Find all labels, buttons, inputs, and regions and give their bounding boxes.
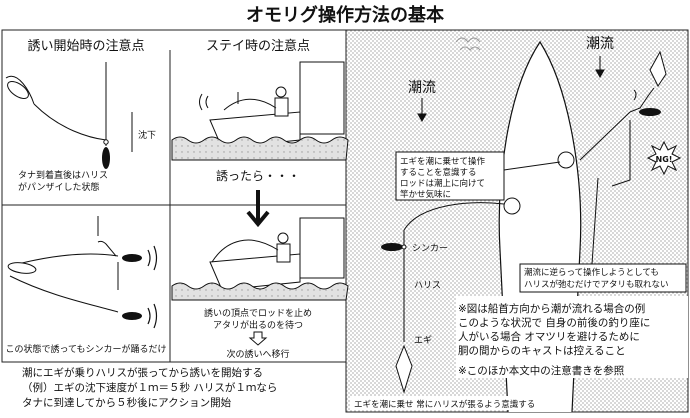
swivel-icon xyxy=(401,244,407,250)
left-panel-frames xyxy=(1,29,347,363)
rod-tip-icon xyxy=(223,92,277,111)
sinker-icon-ng xyxy=(639,108,661,116)
ng-burst: NG! xyxy=(646,140,682,176)
note-line3: 人がいる場合 オマツリを避けるために xyxy=(458,330,640,343)
current-arrow-left xyxy=(417,98,427,123)
water-surface xyxy=(171,136,349,161)
current-label-left: 潮流 xyxy=(408,80,436,96)
boat-icon-2 xyxy=(209,217,345,291)
good-callout-line3: ロッドは潮上に向けて xyxy=(400,178,485,189)
panel4-caption-line1: 誘いの頂点でロッドを止め xyxy=(204,307,312,319)
ng-label: NG! xyxy=(656,155,673,164)
splash-icon xyxy=(199,93,209,111)
ng-slack-line xyxy=(611,120,631,187)
sinker-label: シンカー xyxy=(412,243,448,254)
panel4-caption-line2: アタリが出るのを待つ xyxy=(213,319,303,331)
cloud-splash-icon xyxy=(455,37,481,51)
note-line4: 胴の間からのキャストは控えること xyxy=(458,344,626,357)
angler-icon-2 xyxy=(276,232,291,263)
panel2-heading: ステイ時の注意点 xyxy=(206,38,310,54)
egi-label: エギ xyxy=(414,335,432,346)
note-line2: このような状況で 自身の前後の釣り座に xyxy=(458,316,650,329)
leader-label: ハリス xyxy=(414,281,441,291)
bottom-note-line3: タナに到達してから５秒後にアクション開始 xyxy=(22,396,232,409)
ng-rig xyxy=(579,87,655,161)
angler-position-right xyxy=(557,151,575,169)
main-title: オモリグ操作方法の基本 xyxy=(246,4,444,26)
bad-callout-line1: 潮流に逆らって操作しようとしても xyxy=(524,267,659,278)
panel2-prompt: 誘ったら・・・ xyxy=(216,169,300,183)
next-arrow-icon xyxy=(248,331,268,346)
sinker-icon-lower xyxy=(122,312,142,320)
bottom-caption: エギを潮に乗せ 常にハリスが張るよう意識する xyxy=(354,399,535,410)
egi-icon-good xyxy=(395,344,413,394)
bad-callout-box xyxy=(519,263,687,293)
note-background xyxy=(456,296,688,378)
current-label-right: 潮流 xyxy=(586,36,614,52)
note-secondary: ※このほか本文中の注意書きを参照 xyxy=(458,364,625,377)
sink-label: 沈下 xyxy=(138,129,156,141)
bottom-caption-background xyxy=(350,396,520,410)
good-callout-line2: することを意識する xyxy=(400,167,477,178)
bad-callout-pointer xyxy=(591,177,599,265)
note-line1: ※図は船首方向から潮が流れる場合の例 xyxy=(458,302,645,315)
bottom-note-line1: 潮にエギが乗りハリスが張ってから誘いを開始する xyxy=(22,366,263,379)
sinker-icon xyxy=(102,147,110,169)
down-arrow-icon xyxy=(246,190,270,228)
water-surface-2 xyxy=(171,282,349,301)
rod-icon-2 xyxy=(211,239,279,263)
panel1-rig xyxy=(5,62,109,146)
egi-icon-ng xyxy=(649,50,667,87)
panel1-caption-line1: タナ到着直後はハリス xyxy=(18,169,108,181)
bottom-note-line2: （例）エギの沈下速度が１ｍ＝５秒 ハリスが１ｍなら xyxy=(22,381,277,394)
egi-icon xyxy=(7,262,37,274)
good-callout-line4: 竿かせ気味に xyxy=(400,189,451,200)
vibration-marks xyxy=(147,245,158,329)
good-callout-box xyxy=(395,151,505,201)
panel1-caption-line2: がパンザイした状態 xyxy=(18,181,99,193)
sinker-icon-upper xyxy=(122,254,142,262)
good-callout-pointer xyxy=(503,161,561,171)
next-step-label: 次の誘いへ移行 xyxy=(226,348,289,360)
bad-callout-line2: ハリスが弛むだけでアタリも取れない xyxy=(524,279,669,290)
panel3-caption: この状態で誘ってもシンカーが踊るだけ xyxy=(5,343,166,355)
angler-icon xyxy=(274,86,289,117)
sinker-icon-good xyxy=(381,243,403,251)
current-arrow-right xyxy=(595,56,605,79)
panel1-heading: 誘い開始時の注意点 xyxy=(27,38,144,54)
good-callout-line1: エギを潮に乗せて操作 xyxy=(400,156,486,167)
angler-position-left xyxy=(503,197,521,215)
